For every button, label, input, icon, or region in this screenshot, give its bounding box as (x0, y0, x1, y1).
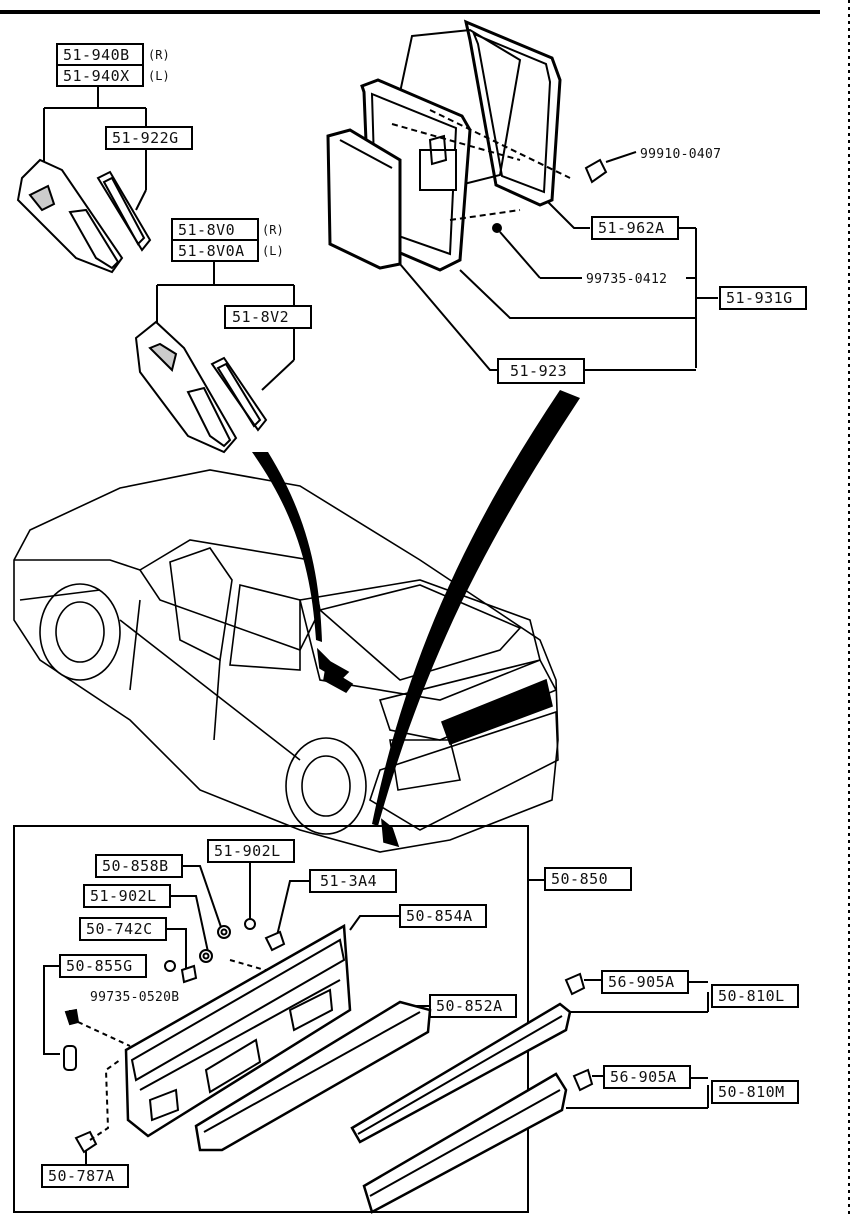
taillight-highlight-upper (316, 647, 350, 682)
part-number-51-902l-b: 51-902L (90, 887, 157, 905)
side-marker-left-2: (L) (262, 244, 284, 258)
part-number-51-8v0: 51-8V0 (178, 221, 235, 239)
part-number-50-810l: 50-810L (718, 987, 785, 1005)
label-box-50-810m (711, 1080, 799, 1104)
part-number-99735-0520b: 99735-0520B (90, 990, 179, 1005)
part-number-56-905a-a: 56-905A (608, 973, 675, 991)
part-number-51-962a: 51-962A (598, 219, 665, 237)
part-number-50-854a: 50-854A (406, 907, 473, 925)
garnish-assembly (41, 839, 799, 1214)
part-number-56-905a-b: 56-905A (610, 1068, 677, 1086)
car-illustration (13, 469, 559, 853)
part-number-51-8v0a: 51-8V0A (178, 242, 245, 260)
label-box-51-923 (497, 358, 585, 384)
part-number-50-787a: 50-787A (48, 1167, 115, 1185)
part-number-51-922g: 51-922G (112, 129, 179, 147)
part-number-50-852a: 50-852A (436, 997, 503, 1015)
rear-lamp-assembly-lower (134, 218, 312, 454)
taillight-highlight-lower (323, 666, 354, 694)
label-box-51-931g (719, 286, 807, 310)
part-number-50-855g: 50-855G (66, 957, 133, 975)
part-number-51-8v2: 51-8V2 (232, 308, 289, 326)
side-marker-right-2: (R) (262, 223, 284, 237)
part-number-51-931g: 51-931G (726, 289, 793, 307)
part-number-99910-0407: 99910-0407 (640, 147, 721, 162)
part-number-99735-0412: 99735-0412 (586, 272, 667, 287)
part-number-51-940x: 51-940X (63, 67, 130, 85)
label-texts: 51-940B 51-940X (R) (L) 51-922G 51-8V0 5… (48, 46, 793, 1185)
side-marker-right: (R) (148, 48, 170, 62)
garnish-section-frame (13, 825, 529, 1213)
part-number-50-742c: 50-742C (86, 920, 153, 938)
label-box-51-922g (105, 126, 193, 150)
part-number-51-3a4: 51-3A4 (320, 872, 377, 890)
callout-arrow-left (252, 452, 322, 642)
label-box-51-8v2 (224, 305, 312, 329)
part-number-50-858b: 50-858B (102, 857, 169, 875)
rear-lamp-assembly-upper (16, 43, 193, 274)
label-box-50-810l (711, 984, 799, 1008)
part-number-51-923: 51-923 (510, 362, 567, 380)
license-panel-highlight (440, 678, 553, 746)
license-panel-assembly (326, 19, 807, 384)
part-number-51-940b: 51-940B (63, 46, 130, 64)
side-marker-left: (L) (148, 69, 170, 83)
part-number-50-810m: 50-810M (718, 1083, 785, 1101)
part-number-51-902l-a: 51-902L (214, 842, 281, 860)
label-box-56-905a-a (601, 970, 689, 994)
part-number-50-850: 50-850 (551, 870, 608, 888)
